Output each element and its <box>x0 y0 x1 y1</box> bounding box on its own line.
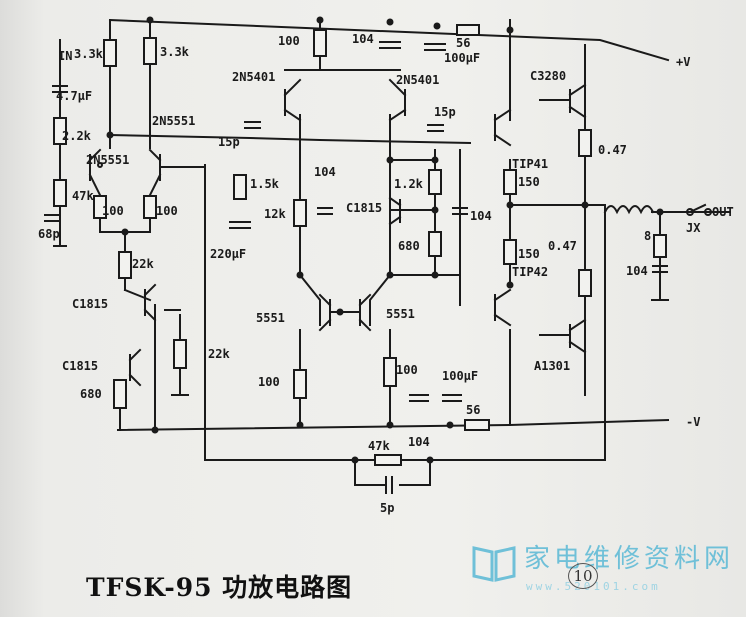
label-cap-104-out: 104 <box>626 264 648 278</box>
label-q-c1815-c: C1815 <box>346 201 382 215</box>
label-r-100-a: 100 <box>102 204 124 218</box>
transistors <box>88 78 587 387</box>
label-q-c1815-b: C1815 <box>62 359 98 373</box>
label-cap-100u-bot: 100µF <box>442 369 478 383</box>
label-q-2n5401-a: 2N5401 <box>232 70 275 84</box>
label-cap-4u7: 4.7µF <box>56 89 92 103</box>
label-r-8: 8 <box>644 229 651 243</box>
label-out: OUT <box>712 205 734 219</box>
label-r-100-b: 100 <box>156 204 178 218</box>
label-r-22k-b: 22k <box>208 347 230 361</box>
junction-dots <box>106 16 664 464</box>
label-q-5551-a: 5551 <box>256 311 285 325</box>
watermark-book-icon <box>472 546 516 582</box>
label-q-c1815-a: C1815 <box>72 297 108 311</box>
watermark-url: www.520101.com <box>526 580 661 593</box>
label-q-2n5551-in: 2N5551 <box>86 153 129 167</box>
label-pos-v: +V <box>676 55 690 69</box>
output-coil <box>603 203 712 216</box>
wires <box>59 18 731 486</box>
resistors <box>53 24 667 466</box>
label-r-100-d: 100 <box>396 363 418 377</box>
ground-symbols <box>53 239 669 396</box>
page-title: TFSK-95 功放电路图 <box>86 573 353 602</box>
component-labels: 3.3k 3.3k IN 4.7µF 2.2k 47k 68p 2N5551 2… <box>38 32 734 515</box>
label-r-in-3k3: 3.3k <box>74 47 104 61</box>
label-cap-100u-top: 100µF <box>444 51 480 65</box>
label-cap-104-b: 104 <box>470 209 492 223</box>
label-r-680-a: 680 <box>80 387 102 401</box>
label-q-c3280: C3280 <box>530 69 566 83</box>
label-cap-104-fb: 104 <box>408 435 430 449</box>
page-number: 10 <box>568 563 598 589</box>
label-q-tip41: TIP41 <box>512 157 548 171</box>
label-q-2n5551-top: 2N5551 <box>152 114 195 128</box>
label-r-150-b: 150 <box>518 247 540 261</box>
label-cap-15p-b: 15p <box>434 105 456 119</box>
label-q-2n5401-b: 2N5401 <box>396 73 439 87</box>
label-cap-15p-a: 15p <box>218 135 240 149</box>
label-r-047-b: 0.47 <box>548 239 577 253</box>
label-r-56-top: 56 <box>456 36 470 50</box>
label-q-a1301: A1301 <box>534 359 570 373</box>
label-r-3k3: 3.3k <box>160 45 190 59</box>
label-cap-68p: 68p <box>38 227 60 241</box>
label-cap-220u: 220µF <box>210 247 246 261</box>
label-r-150-a: 150 <box>518 175 540 189</box>
watermark-site-name: 家电维修资料网 <box>524 544 735 574</box>
label-r-100-top: 100 <box>278 34 300 48</box>
capacitors <box>44 41 668 494</box>
label-r-047-a: 0.47 <box>598 143 627 157</box>
label-jx: JX <box>686 221 701 235</box>
label-r-2k2: 2.2k <box>62 129 92 143</box>
label-r-56-bot: 56 <box>466 403 480 417</box>
label-r-1k5: 1.5k <box>250 177 280 191</box>
label-neg-v: -V <box>686 415 700 429</box>
label-r-680-b: 680 <box>398 239 420 253</box>
label-cap-104-top: 104 <box>352 32 374 46</box>
label-q-5551-b: 5551 <box>386 307 415 321</box>
label-cap-104-mid: 104 <box>314 165 336 179</box>
label-r-47k-fb: 47k <box>368 439 390 453</box>
label-in: IN <box>58 49 72 63</box>
label-q-tip42: TIP42 <box>512 265 548 279</box>
label-r-1k2: 1.2k <box>394 177 424 191</box>
label-cap-5p: 5p <box>380 501 394 515</box>
label-r-47k: 47k <box>72 189 94 203</box>
label-r-12k: 12k <box>264 207 286 221</box>
label-r-22k-a: 22k <box>132 257 154 271</box>
label-r-100-c: 100 <box>258 375 280 389</box>
